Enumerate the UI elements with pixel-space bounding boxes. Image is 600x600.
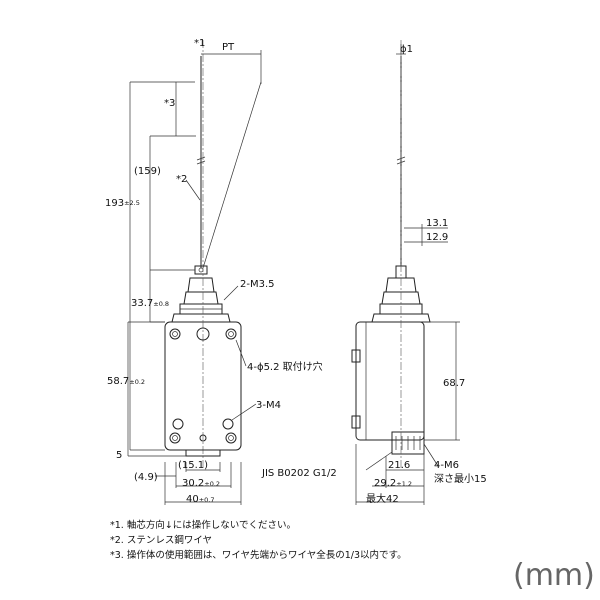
- cover-screw: [196, 327, 210, 341]
- label-star2: *2: [176, 174, 187, 185]
- side-body: [355, 321, 425, 441]
- wire-break-mark: [196, 156, 206, 165]
- side-clamp-top: [351, 349, 361, 363]
- note-2: *2. ステンレス鋼ワイヤ: [110, 534, 212, 546]
- label-hole: 4-ϕ5.2 取付け穴: [247, 360, 323, 373]
- label-jis: JIS B0202 G1/2: [261, 468, 337, 479]
- label-687: 68.7: [443, 378, 465, 389]
- label-292: 29.2±1.2: [374, 478, 412, 489]
- label-159: (159): [134, 166, 161, 177]
- label-pt: PT: [222, 42, 235, 53]
- head-flange: [171, 313, 231, 323]
- label-49: (4.9): [134, 472, 158, 483]
- label-587: 58.7±0.2: [107, 376, 145, 387]
- conduit-stub: [185, 449, 221, 457]
- mounting-holes: [169, 328, 237, 444]
- side-view: [351, 40, 460, 505]
- label-m4: 3-M4: [256, 400, 281, 411]
- label-phi1: ϕ1: [400, 44, 413, 55]
- label-star3: *3: [164, 98, 175, 109]
- cover-screws: [172, 418, 234, 442]
- label-max42: 最大42: [366, 492, 399, 505]
- label-star1: *1: [194, 38, 205, 49]
- label-131: 13.1: [426, 218, 448, 229]
- note-3: *3. 操作体の使用範囲は、ワイヤ先端からワイヤ全長の1/3以内です。: [110, 549, 407, 561]
- conduit: [391, 431, 425, 455]
- note-1: *1. 軸芯方向↓には操作しないでください。: [110, 519, 296, 531]
- wire-deflected: [202, 81, 262, 269]
- label-40: 40±0.7: [186, 494, 215, 505]
- label-337: 33.7±0.8: [131, 298, 169, 309]
- label-m35: 2-M3.5: [240, 279, 275, 290]
- label-m6: 4-M6: [434, 460, 459, 471]
- label-151: (15.1): [178, 460, 208, 471]
- front-view: [127, 40, 262, 505]
- actuator-cap: [187, 277, 215, 293]
- side-clamp-bottom: [351, 415, 361, 429]
- label-129: 12.9: [426, 232, 448, 243]
- actuator-collar: [183, 291, 219, 305]
- label-5: 5: [116, 450, 122, 461]
- label-216: 21.6: [388, 460, 410, 471]
- wire-screw: [198, 267, 204, 273]
- label-302: 30.2±0.2: [182, 478, 220, 489]
- label-193: 193±2.5: [105, 198, 140, 209]
- unit-label: (mm): [513, 558, 595, 593]
- label-depth: 深さ最小15: [434, 473, 487, 485]
